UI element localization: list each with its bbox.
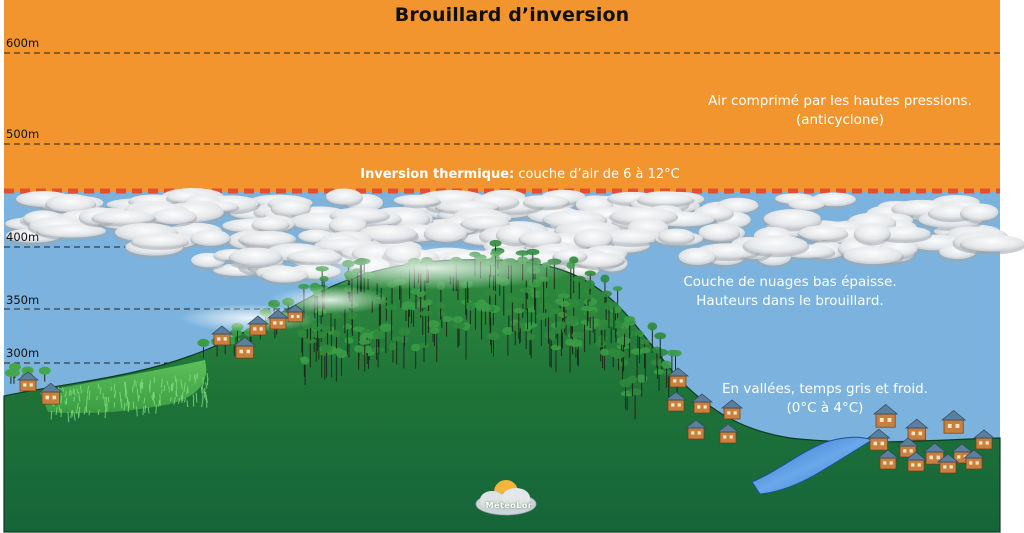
house — [905, 451, 927, 472]
altitude-label-400: 400m — [6, 230, 40, 244]
house — [905, 418, 929, 441]
house — [867, 428, 891, 451]
house — [17, 371, 39, 392]
house — [717, 423, 739, 444]
inversion-label: Inversion thermique: couche d’air de 6 à… — [300, 167, 740, 182]
anticyclone-label: Air comprimé par les hautes pressions. (… — [690, 92, 990, 130]
house — [941, 409, 967, 434]
house — [284, 304, 306, 323]
house — [721, 399, 743, 420]
house — [973, 429, 995, 450]
house — [937, 453, 959, 474]
house — [877, 449, 899, 470]
field-patch — [40, 360, 207, 414]
logo-cloud-puff — [480, 491, 504, 509]
house — [667, 367, 689, 388]
house — [951, 443, 973, 464]
altitude-label-350: 350m — [6, 293, 40, 307]
house — [211, 325, 233, 346]
house — [233, 336, 257, 359]
house — [873, 403, 899, 428]
cloud-layer-line-2: Hauteurs dans le brouillard. — [696, 293, 884, 309]
logo-text: MétéoLor — [485, 501, 533, 510]
village-houses — [17, 304, 995, 474]
valley-label: En vallées, temps gris et froid. (0°C à … — [700, 380, 950, 418]
altitude-label-300: 300m — [6, 346, 40, 360]
house — [665, 391, 687, 412]
warm-air-layer — [4, 0, 1000, 192]
inversion-label-bold: Inversion thermique: — [360, 167, 515, 182]
meteolor-logo — [475, 480, 537, 516]
house — [39, 382, 63, 405]
anticyclone-line-2: (anticyclone) — [795, 112, 885, 128]
house — [685, 419, 707, 440]
cloud-layer-line-1: Couche de nuages bas épaisse. — [683, 274, 897, 290]
diagram-title: Brouillard d’inversion — [394, 4, 630, 26]
altitude-label-500: 500m — [6, 127, 40, 141]
house — [963, 449, 985, 470]
valley-line-1: En vallées, temps gris et froid. — [722, 381, 928, 397]
house — [267, 309, 289, 330]
valley-line-2: (0°C à 4°C) — [786, 400, 864, 416]
house — [691, 393, 713, 414]
house — [247, 315, 269, 336]
field-texture — [47, 372, 209, 423]
logo-cloud-puff — [502, 488, 530, 508]
anticyclone-line-1: Air comprimé par les hautes pressions. — [708, 93, 972, 109]
altitude-label-600: 600m — [6, 36, 40, 50]
low-cloud-layer — [3, 188, 1024, 286]
cloud-layer-label: Couche de nuages bas épaisse. Hauteurs d… — [660, 273, 920, 311]
house — [897, 437, 919, 458]
inversion-label-text: couche d’air de 6 à 12°C — [514, 167, 680, 182]
